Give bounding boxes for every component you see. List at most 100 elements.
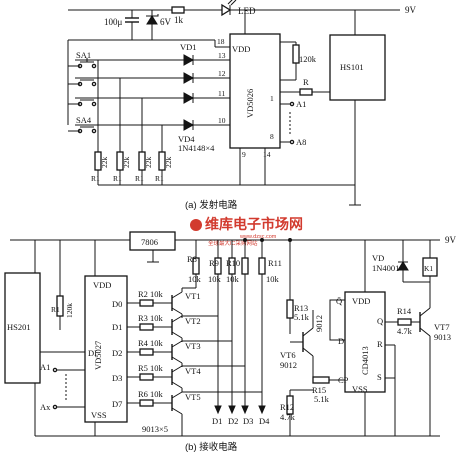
rx-out-d3: D3 <box>243 416 253 426</box>
pin-1-label: 1 <box>270 94 274 103</box>
hs101-module <box>329 34 386 101</box>
pin-8-label: 8 <box>270 132 274 141</box>
sa4-label: SA4 <box>76 115 92 125</box>
r-pull-4: 22k <box>164 157 173 169</box>
pin-13-label: 13 <box>218 51 226 60</box>
tx-cap-label: 100μ <box>104 17 123 27</box>
rx-r3v: 10k <box>150 313 164 323</box>
rx-d1: D1 <box>112 322 122 332</box>
rx-out-d1: D1 <box>212 416 222 426</box>
rx-vt7: VT7 <box>434 322 450 332</box>
rx-vt3: VT3 <box>185 341 201 351</box>
hs201-label: HS201 <box>7 322 31 332</box>
diode-vd <box>397 261 409 271</box>
rx-vdd-label: VDD <box>93 280 111 290</box>
rx-r13: R13 <box>294 303 308 313</box>
rx-vt7v: 9013 <box>434 332 451 342</box>
tx-a1-label: A1 <box>296 99 306 109</box>
ff-d: D <box>338 336 344 346</box>
watermark-title: 维库电子市场网 <box>205 216 303 232</box>
rx-r10v: 10k <box>226 274 240 284</box>
rx-r6v: 10k <box>150 389 164 399</box>
tx-1k-resistor <box>171 6 185 14</box>
rx-d0: D0 <box>112 299 122 309</box>
tx-supply-label: 9V <box>405 5 417 15</box>
ff-vdd: VDD <box>352 296 370 306</box>
r1-label-4: R1 <box>155 174 164 183</box>
led-icon <box>221 3 232 17</box>
diode-vd3 <box>183 92 195 104</box>
ff-qbar: Q̄ <box>336 296 342 306</box>
rx-9012: 9012 <box>314 315 324 332</box>
vd1-label: VD1 <box>180 42 197 52</box>
sa1-label: SA1 <box>76 50 91 60</box>
rx-pullups <box>182 240 266 415</box>
diode-vd1 <box>183 54 195 66</box>
diode-vd4 <box>183 119 195 131</box>
rx-r1-label: R1 <box>51 305 60 314</box>
rx-tr-note: 9013×5 <box>142 424 168 434</box>
rx-driver-stages <box>127 288 183 422</box>
rx-d3: D3 <box>112 373 122 383</box>
tx-led-label: LED <box>238 6 256 16</box>
rx-r15-resistor <box>312 376 330 384</box>
receiver-circuit: 9V 7806 HS201 R1 120k A1 Ax VD <box>4 231 457 453</box>
rx-di-label: DI <box>88 348 97 358</box>
rx-r3: R3 <box>138 313 148 323</box>
tx-pulldown-resistors <box>94 60 166 185</box>
tx-1k-label: 1k <box>174 15 184 25</box>
vd5027-ic <box>84 275 128 423</box>
rx-r12v: 4.7k <box>280 412 296 422</box>
rx-vd-type: 1N4001 <box>372 263 399 273</box>
hs101-label: HS101 <box>340 62 364 72</box>
rx-r2: R2 <box>138 289 148 299</box>
rx-r9v: 10k <box>208 274 222 284</box>
rx-r2v: 10k <box>150 289 164 299</box>
rx-a1-label: A1 <box>40 362 50 372</box>
watermark-logo: 维库电子市场网 www.dzsc.com 全球最大IC采购网站 <box>190 216 303 247</box>
rx-r14-resistor <box>397 318 412 326</box>
watermark-tagline: 全球最大IC采购网站 <box>208 239 258 247</box>
rx-out-d2: D2 <box>228 416 238 426</box>
rx-r8v: 10k <box>188 274 202 284</box>
vd5026-ic <box>229 33 281 149</box>
tx-switches <box>68 58 97 134</box>
rx-caption: (b) 接收电路 <box>185 441 238 453</box>
rx-ic-label: VD5027 <box>93 341 103 370</box>
tx-a8-label: A8 <box>296 137 306 147</box>
rx-out-d4: D4 <box>259 416 270 426</box>
rx-vt5: VT5 <box>185 392 201 402</box>
ff-r: R <box>377 339 383 349</box>
r1-label-2: R1 <box>113 174 122 183</box>
rx-r14v: 4.7k <box>397 326 413 336</box>
r-pull-2: 22k <box>122 157 131 169</box>
diodes-label: 1N4148×4 <box>178 143 215 153</box>
pin-10-label: 10 <box>218 116 226 125</box>
rx-r4: R4 <box>138 338 149 348</box>
tx-zener-label: 6V <box>160 17 172 27</box>
ff-feedback <box>329 299 345 341</box>
rx-d2: D2 <box>112 348 122 358</box>
tx-r-resistor <box>299 88 313 96</box>
r-pull-3: 22k <box>144 157 153 169</box>
rx-vt1: VT1 <box>185 291 201 301</box>
r1-label-1: R1 <box>91 174 100 183</box>
r-pull-1: 22k <box>100 157 109 169</box>
pin-12-label: 12 <box>218 69 226 78</box>
rx-d7: D7 <box>112 399 122 409</box>
vd4-label: VD4 <box>178 134 195 144</box>
rx-r6: R6 <box>138 389 148 399</box>
tx-r-label: R <box>303 77 309 87</box>
rx-k1: K1 <box>424 264 433 273</box>
rx-r15: R15 <box>312 385 326 395</box>
tx-caption: (a) 发射电路 <box>185 199 238 211</box>
rx-r10: R10 <box>226 258 240 268</box>
pin-9-label: 9 <box>242 150 246 159</box>
hs201-module <box>4 272 41 384</box>
rx-r9: R9 <box>209 258 219 268</box>
rx-vt6: VT6 <box>280 350 296 360</box>
ff-vss: VSS <box>352 384 368 394</box>
tx-ic-label: VD5026 <box>245 89 255 118</box>
rx-r13v: 5.1k <box>294 312 310 322</box>
rx-r8: R8 <box>187 254 197 264</box>
